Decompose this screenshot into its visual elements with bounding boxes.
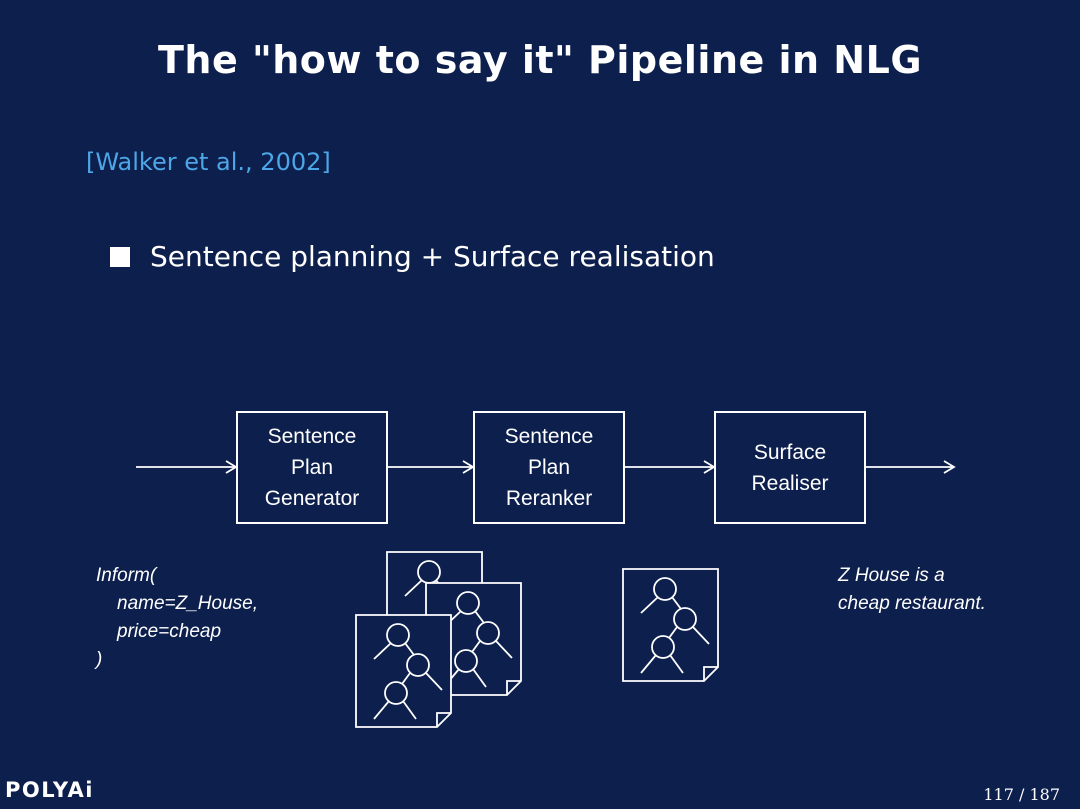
bullet-item: Sentence planning + Surface realisation (110, 240, 715, 273)
box-label-line: Generator (264, 487, 360, 510)
box-label-line: Plan (290, 456, 334, 479)
box-label-line: Realiser (751, 471, 829, 495)
output-line: Z House is a (838, 565, 945, 586)
input-line: ) (96, 649, 103, 670)
box-label-line: Reranker (505, 487, 593, 510)
tree-document-icon-selected (622, 568, 719, 682)
citation-link[interactable]: [Walker et al., 2002] (86, 148, 331, 176)
input-line: Inform( (96, 565, 157, 586)
output-line: cheap restaurant. (838, 593, 986, 614)
sentence-plan-generator-box: Sentence Plan Generator (236, 411, 388, 524)
sentence-plan-reranker-box: Sentence Plan Reranker (473, 411, 625, 524)
box-label-line: Sentence (267, 425, 357, 448)
slide-title: The "how to say it" Pipeline in NLG (157, 38, 923, 82)
box-label-line: Surface (753, 440, 827, 464)
input-meaning-representation: Inform( name=Z_House, price=cheap ) (96, 562, 258, 674)
bullet-text: Sentence planning + Surface realisation (150, 240, 715, 273)
surface-realiser-box: Surface Realiser (714, 411, 866, 524)
input-line: price=cheap (117, 621, 222, 642)
box-label-line: Sentence (504, 425, 594, 448)
tree-document-icon-front (355, 614, 452, 728)
polyai-logo: POLYAi (5, 778, 95, 802)
input-line: name=Z_House, (117, 593, 258, 614)
output-sentence: Z House is a cheap restaurant. (838, 562, 986, 618)
page-number: 117 / 187 (983, 785, 1060, 804)
bullet-square-icon (110, 246, 130, 267)
box-label-line: Plan (527, 456, 571, 479)
